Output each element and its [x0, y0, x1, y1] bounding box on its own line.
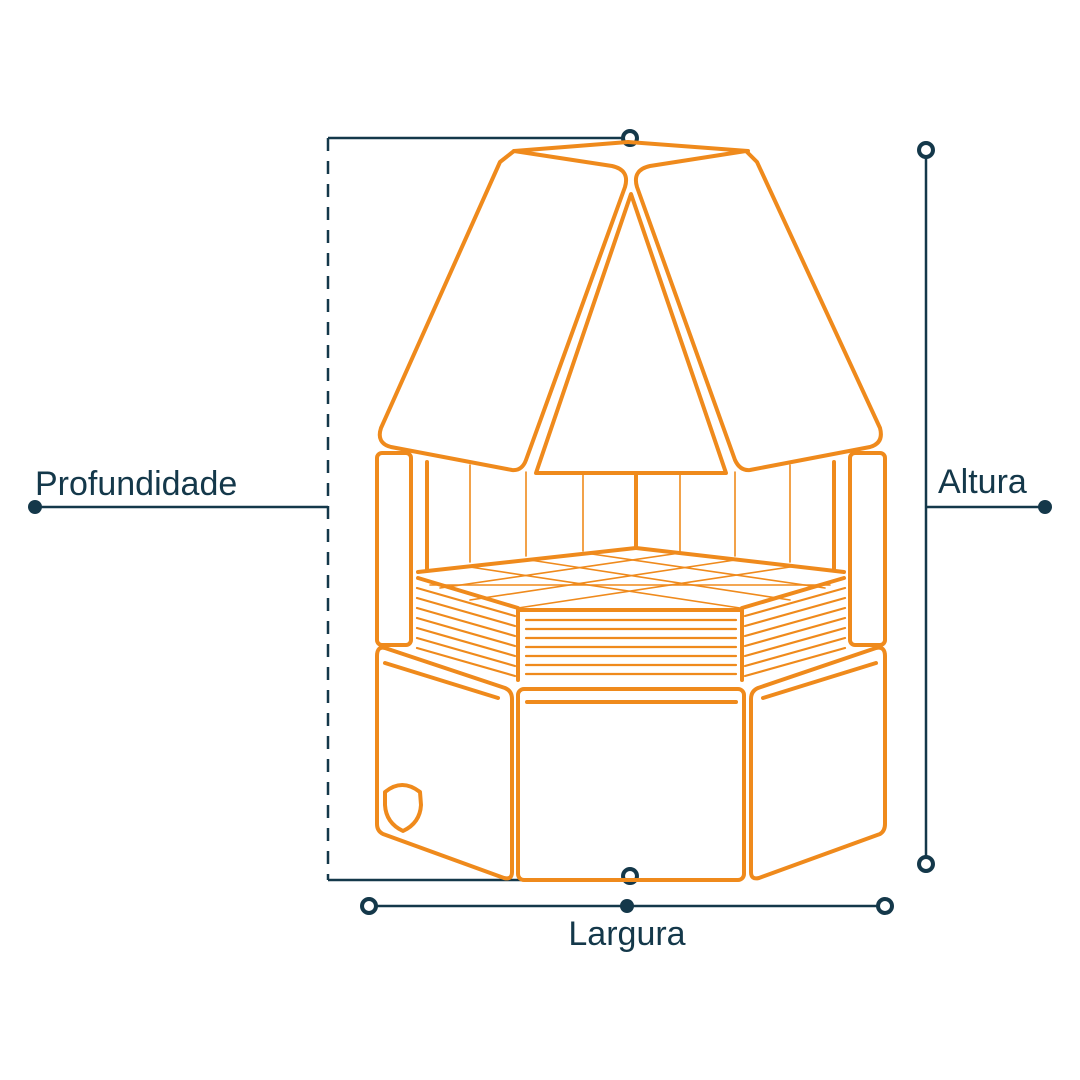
height-end-dot: [1038, 500, 1052, 514]
depth-dimension: Profundidade: [28, 129, 639, 885]
width-left-node: [360, 897, 378, 915]
width-center-dot: [620, 899, 634, 913]
firebox-back-wall: [425, 460, 836, 572]
height-bottom-node: [917, 855, 935, 873]
hearth-hatching: [415, 586, 847, 682]
height-top-node: [917, 141, 935, 159]
hood: [377, 140, 883, 475]
shield-icon: [383, 783, 423, 833]
height-label: Altura: [938, 463, 1027, 501]
fireplace-drawing: [375, 140, 887, 882]
pillars: [375, 451, 887, 647]
width-label: Largura: [568, 915, 685, 953]
width-right-node: [876, 897, 894, 915]
width-dimension: Largura: [360, 897, 894, 953]
base-panels: [375, 645, 887, 882]
depth-end-dot: [28, 500, 42, 514]
depth-label: Profundidade: [35, 465, 237, 503]
firebox-floor: [416, 546, 846, 612]
height-dimension: Altura: [917, 141, 1052, 873]
